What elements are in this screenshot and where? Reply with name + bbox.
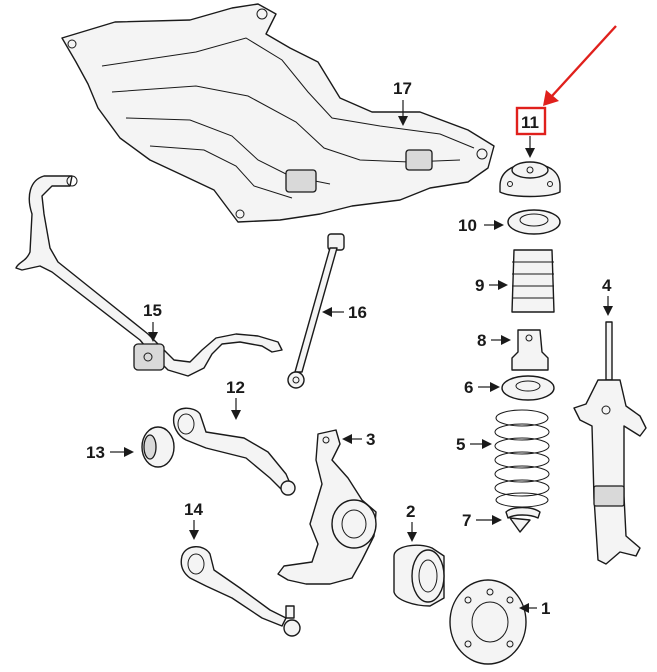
callout-label-1: 1 (541, 599, 550, 618)
spring-seat-part[interactable] (501, 375, 555, 401)
callout-label-2: 2 (406, 502, 415, 521)
dust-boot-part[interactable] (511, 249, 555, 313)
strut-bearing-part[interactable] (507, 209, 561, 235)
highlight-box (515, 106, 547, 136)
callout-14: 14 (184, 500, 203, 540)
callout-6: 6 (464, 378, 500, 397)
callout-1: 1 (519, 599, 550, 618)
stabilizer-link-part[interactable] (287, 233, 345, 389)
bump-stop-part[interactable] (511, 329, 549, 371)
control-arm-upper-part[interactable] (172, 407, 296, 496)
callout-label-6: 6 (464, 378, 473, 397)
callout-label-11: 11 (521, 113, 539, 132)
callout-label-13: 13 (86, 443, 105, 462)
callout-label-7: 7 (462, 511, 471, 530)
callout-5: 5 (456, 435, 492, 454)
strut-mount-part[interactable] (499, 161, 561, 198)
callout-label-5: 5 (456, 435, 465, 454)
callout-8: 8 (477, 331, 511, 350)
wheel-bearing-part[interactable] (393, 544, 445, 607)
callout-label-8: 8 (477, 331, 486, 350)
stabilizer-bar-part[interactable] (15, 175, 283, 377)
callout-label-14: 14 (184, 500, 203, 519)
callout-7: 7 (462, 511, 502, 530)
callout-17: 17 (393, 79, 412, 126)
coil-spring-part[interactable] (494, 409, 550, 508)
callout-16: 16 (322, 303, 367, 322)
callout-2: 2 (406, 502, 417, 542)
wheel-hub-part[interactable] (449, 579, 527, 665)
callout-label-10: 10 (458, 216, 477, 235)
callout-11: 11 (515, 106, 547, 158)
spring-pad-part[interactable] (505, 506, 541, 533)
callout-12: 12 (226, 378, 245, 420)
callout-label-4: 4 (602, 276, 612, 295)
red-pointer-arrow (543, 25, 617, 106)
control-arm-lower-part[interactable] (180, 546, 301, 637)
callout-label-12: 12 (226, 378, 245, 397)
subframe-part[interactable] (61, 3, 495, 223)
callout-15: 15 (143, 301, 162, 342)
callout-10: 10 (458, 216, 504, 235)
callout-label-15: 15 (143, 301, 162, 320)
callout-label-3: 3 (366, 430, 375, 449)
callout-3: 3 (342, 430, 375, 449)
callout-4: 4 (602, 276, 613, 316)
callout-label-17: 17 (393, 79, 412, 98)
bushing-part[interactable] (141, 426, 175, 468)
callout-label-16: 16 (348, 303, 367, 322)
strut-part[interactable] (573, 321, 647, 565)
callout-9: 9 (475, 276, 508, 295)
steering-knuckle-part[interactable] (277, 429, 377, 585)
callout-13: 13 (86, 443, 134, 462)
callout-label-9: 9 (475, 276, 484, 295)
